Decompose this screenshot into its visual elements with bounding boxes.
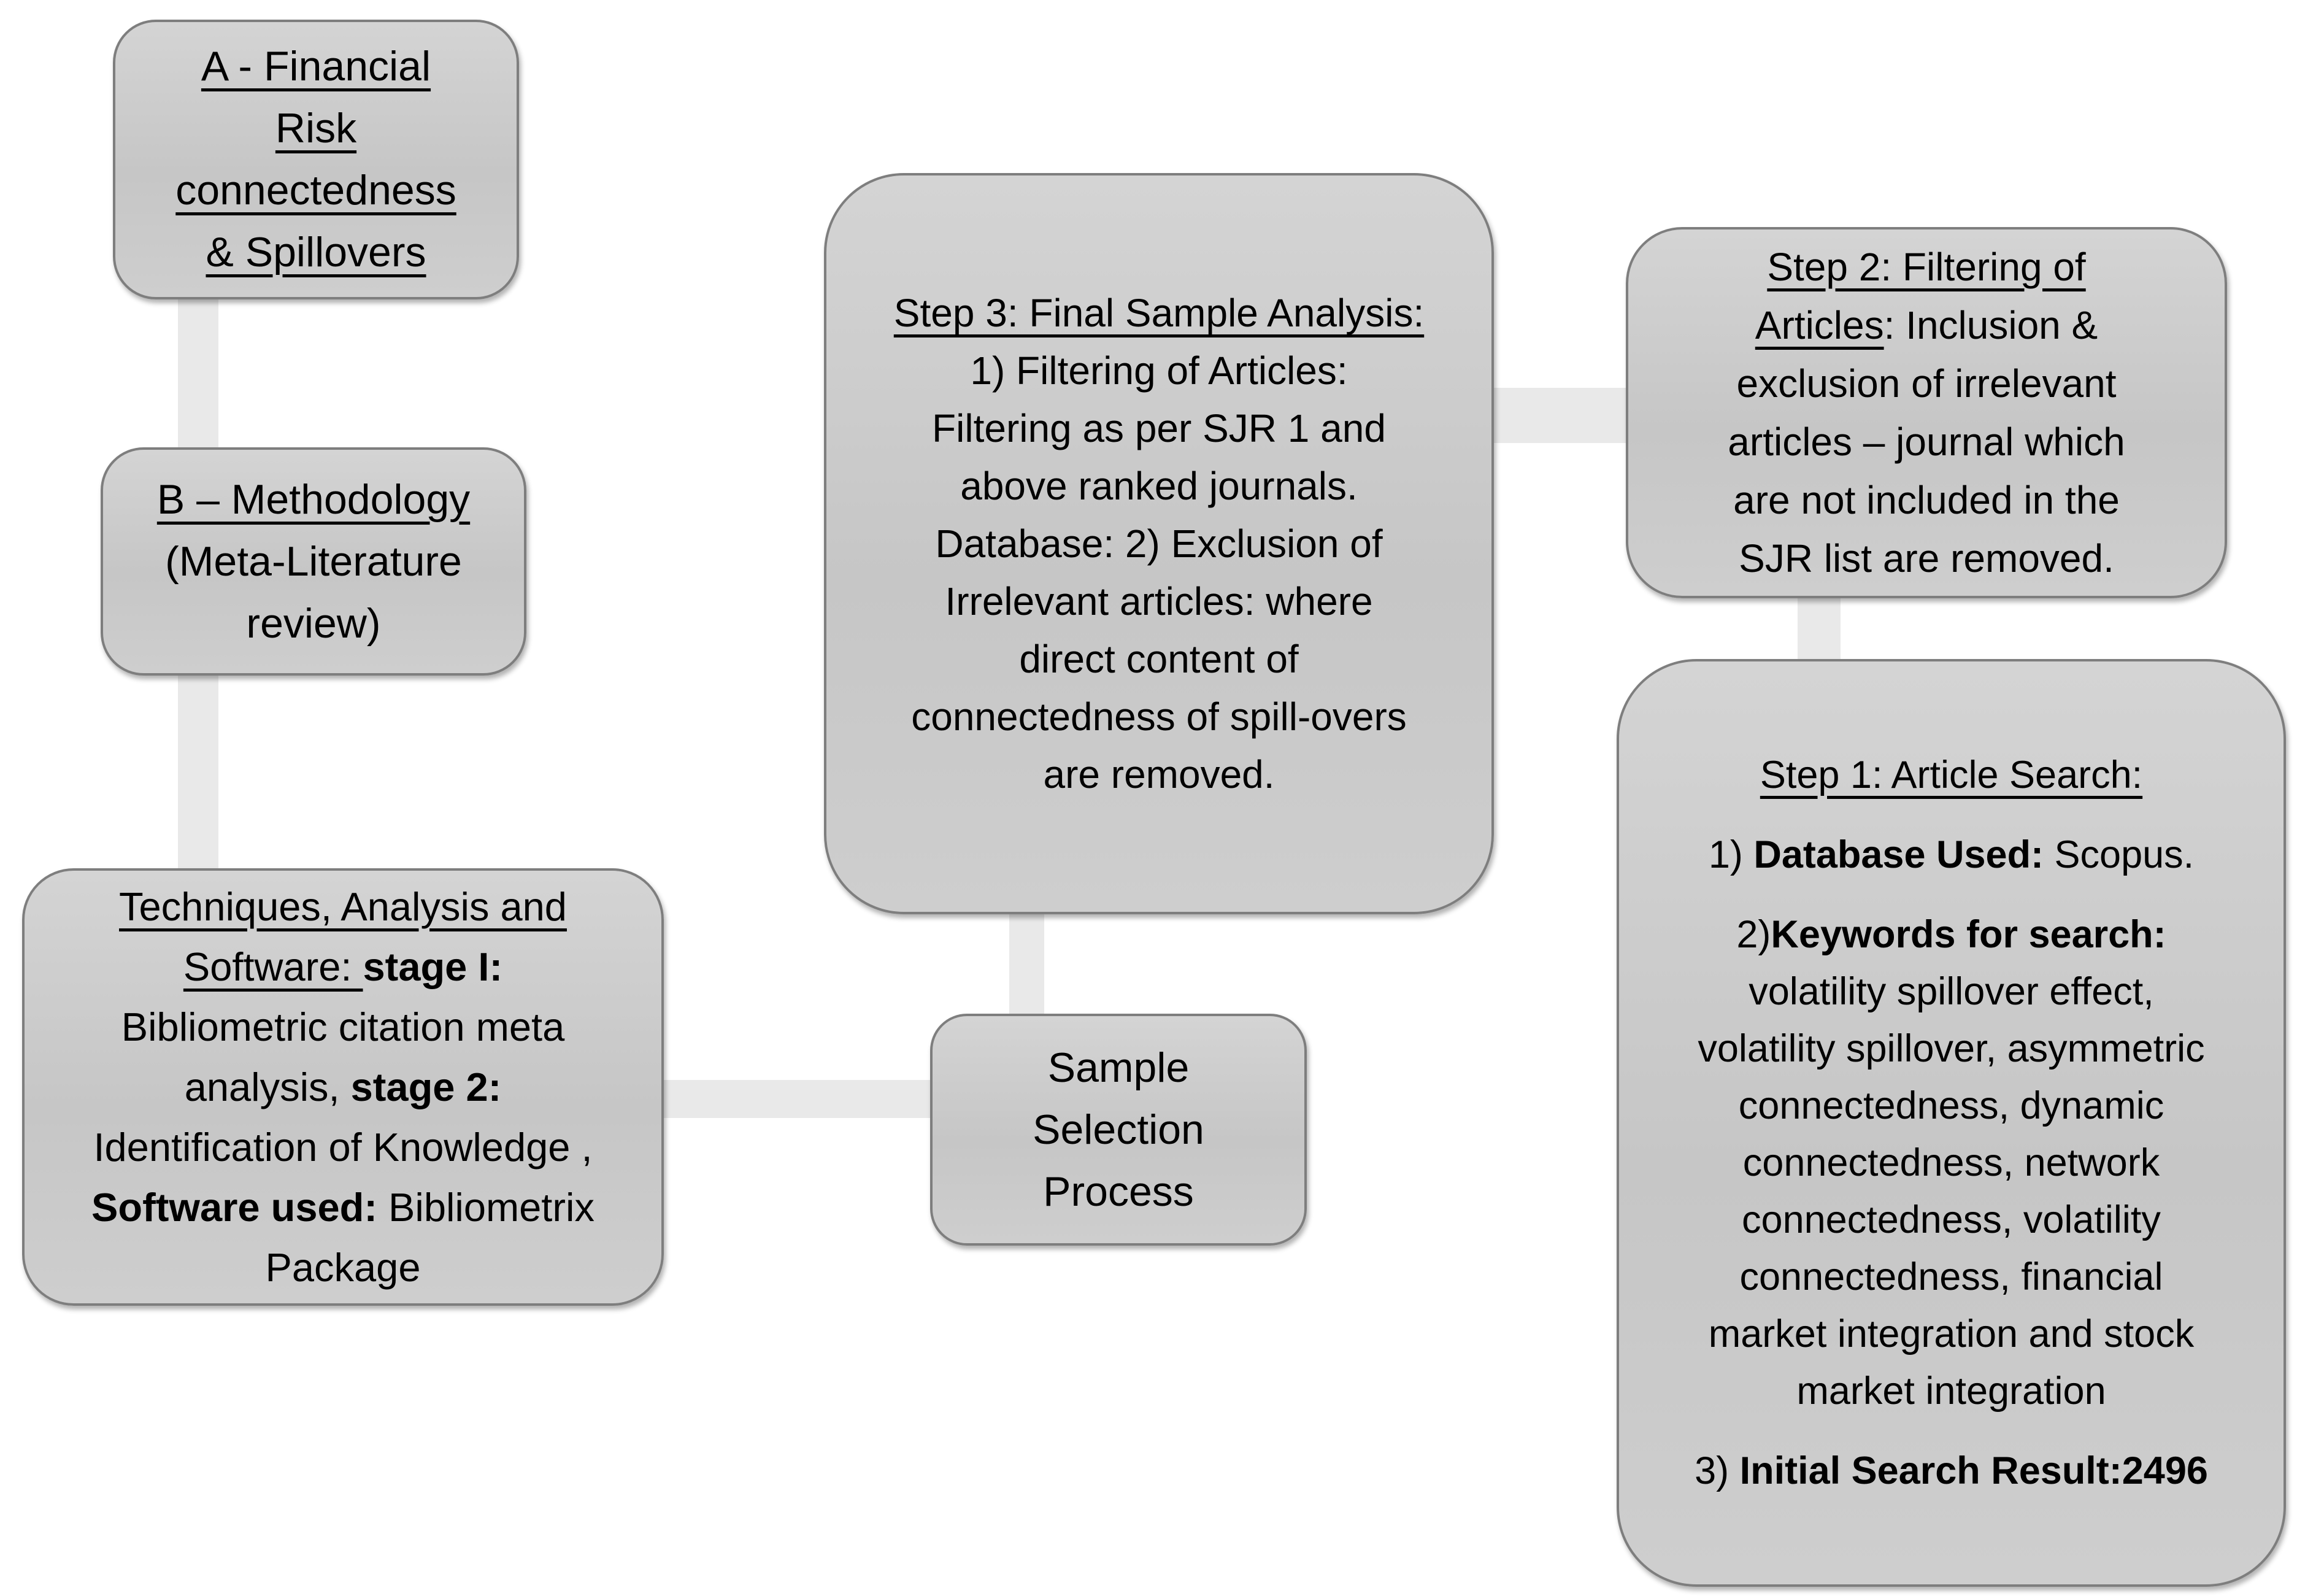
step1-article-search-box: Step 1: Article Search:1) Database Used:… [1617,659,2286,1587]
connector-step2-to-step1 [1798,591,1841,666]
step3-final-sample-analysis-box: Step 3: Final Sample Analysis:1) Filteri… [824,173,1494,914]
connector-b-to-techniques [178,669,218,877]
connector-step3-to-sample [1009,907,1044,1021]
connector-techniques-to-sample [656,1080,939,1118]
step3-final-sample-analysis-text: Step 3: Final Sample Analysis:1) Filteri… [893,291,1425,796]
step1-article-search-text: Step 1: Article Search:1) Database Used:… [1695,753,2208,1492]
connector-step3-to-step2 [1488,388,1634,443]
connector-a-to-b [178,288,218,457]
